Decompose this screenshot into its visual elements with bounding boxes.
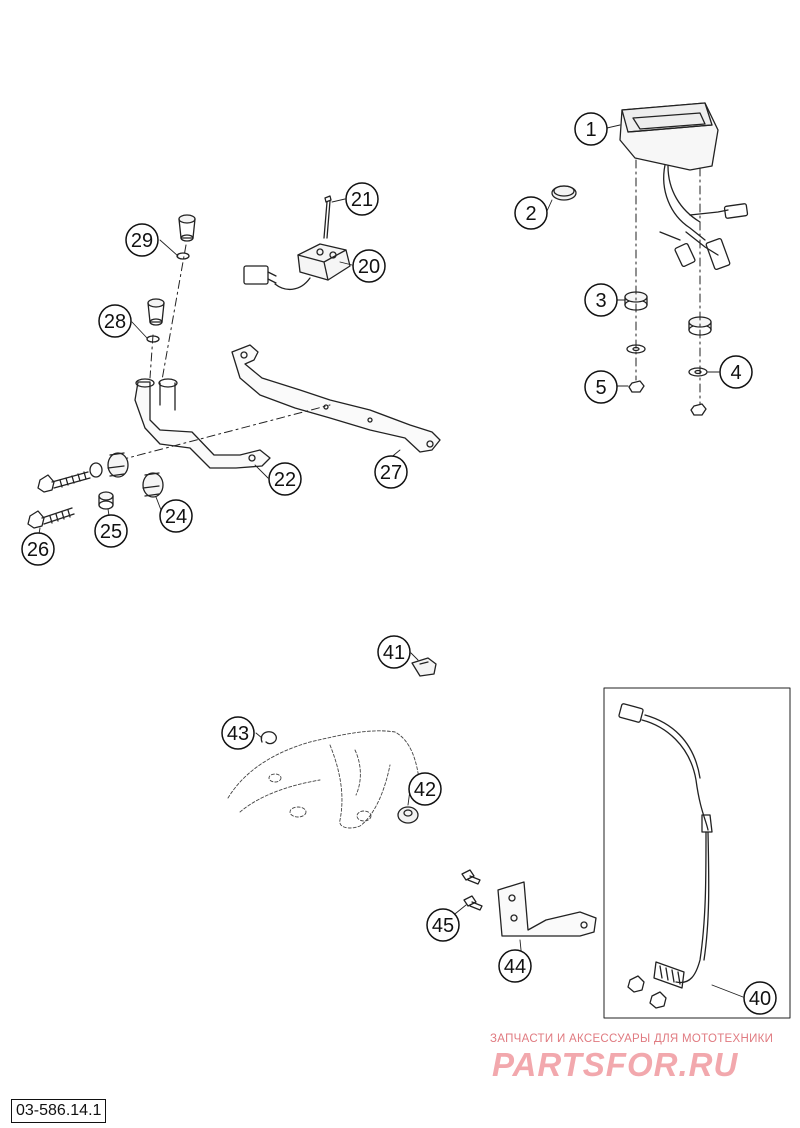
svg-text:5: 5 bbox=[595, 377, 606, 399]
callout-22: 22 bbox=[268, 462, 302, 496]
part-26-bolt-upper bbox=[37, 471, 91, 493]
diagram-code: 03-586.14.1 bbox=[11, 1099, 107, 1123]
part-21-screw bbox=[323, 195, 332, 239]
callout-44: 44 bbox=[498, 949, 532, 983]
callout-29: 29 bbox=[125, 223, 159, 257]
part-25-spacer bbox=[98, 491, 114, 510]
part-40-speed-sensor bbox=[603, 687, 791, 1019]
callout-40: 40 bbox=[743, 981, 777, 1015]
svg-text:22: 22 bbox=[274, 469, 296, 491]
svg-text:24: 24 bbox=[165, 506, 187, 528]
svg-text:43: 43 bbox=[227, 723, 249, 745]
callout-26: 26 bbox=[21, 532, 55, 566]
callout-41: 41 bbox=[377, 635, 411, 669]
svg-text:27: 27 bbox=[380, 462, 402, 484]
part-44-sensor-bracket bbox=[497, 881, 597, 937]
callout-4: 4 bbox=[719, 355, 753, 389]
part-41-clip bbox=[411, 657, 437, 677]
part-27-bracket bbox=[231, 344, 441, 453]
svg-text:21: 21 bbox=[351, 189, 373, 211]
part-42-grommet bbox=[397, 806, 419, 824]
part-29-plug bbox=[176, 214, 196, 260]
part-2-cap bbox=[551, 185, 577, 201]
svg-text:42: 42 bbox=[414, 779, 436, 801]
callout-21: 21 bbox=[345, 182, 379, 216]
callout-3: 3 bbox=[584, 283, 618, 317]
callout-1: 1 bbox=[574, 112, 608, 146]
watermark-logo: PARTSFOR.RU bbox=[492, 1046, 739, 1083]
part-45-screws bbox=[461, 869, 483, 911]
callout-20: 20 bbox=[352, 249, 386, 283]
svg-text:20: 20 bbox=[358, 256, 380, 278]
svg-text:4: 4 bbox=[730, 362, 741, 384]
part-24-rubber-bushing bbox=[89, 452, 164, 498]
svg-text:3: 3 bbox=[595, 290, 606, 312]
callout-42: 42 bbox=[408, 772, 442, 806]
svg-text:41: 41 bbox=[383, 642, 405, 664]
callout-27: 27 bbox=[374, 455, 408, 489]
svg-text:2: 2 bbox=[525, 203, 536, 225]
frame-outline bbox=[227, 730, 421, 829]
svg-text:45: 45 bbox=[432, 915, 454, 937]
callout-5: 5 bbox=[584, 370, 618, 404]
svg-text:28: 28 bbox=[104, 311, 126, 333]
svg-text:1: 1 bbox=[585, 119, 596, 141]
svg-text:40: 40 bbox=[749, 988, 771, 1010]
watermark-tagline: ЗАПЧАСТИ И АКСЕССУАРЫ ДЛЯ МОТОТЕХНИКИ bbox=[490, 1033, 774, 1045]
part-28-plug bbox=[146, 298, 165, 343]
part-4-washer bbox=[626, 344, 708, 377]
callout-43: 43 bbox=[221, 716, 255, 750]
callout-45: 45 bbox=[426, 908, 460, 942]
svg-text:29: 29 bbox=[131, 230, 153, 252]
callout-28: 28 bbox=[98, 304, 132, 338]
svg-text:44: 44 bbox=[504, 956, 526, 978]
part-26-bolt bbox=[27, 507, 75, 529]
part-3-grommet bbox=[624, 291, 712, 336]
callout-24: 24 bbox=[159, 499, 193, 533]
svg-text:26: 26 bbox=[27, 539, 49, 561]
part-20-switch bbox=[243, 243, 351, 290]
callout-2: 2 bbox=[514, 196, 548, 230]
part-43-circlip bbox=[260, 731, 277, 745]
part-5-nut bbox=[628, 380, 707, 416]
part-22-bracket bbox=[134, 378, 271, 469]
part-1-speedometer bbox=[619, 102, 749, 270]
svg-text:25: 25 bbox=[100, 521, 122, 543]
callout-25: 25 bbox=[94, 514, 128, 548]
